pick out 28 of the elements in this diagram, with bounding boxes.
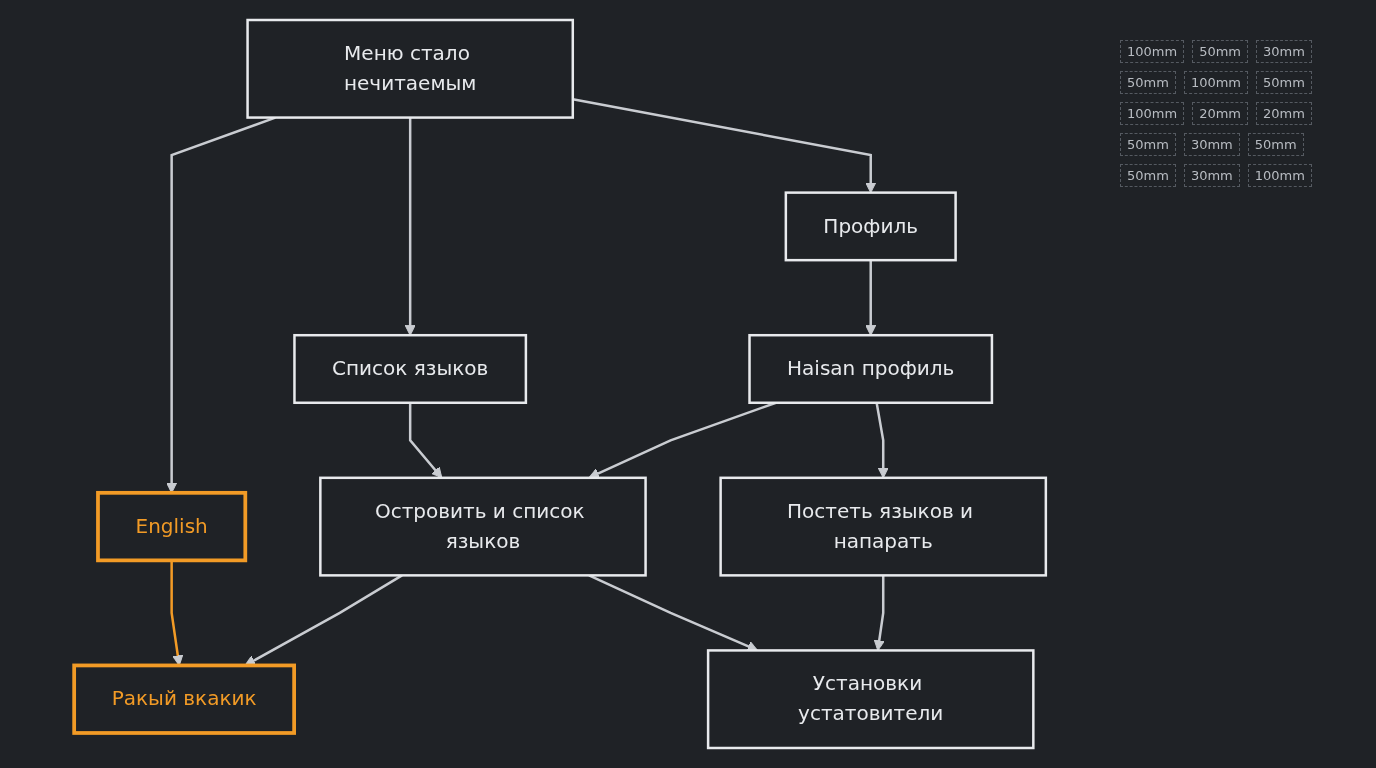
dimension-label: 50mm bbox=[1192, 40, 1248, 63]
arrow bbox=[404, 117, 416, 336]
node-box: Список языков bbox=[293, 333, 528, 404]
node-box: Постеть языков и напарать bbox=[719, 476, 1048, 577]
node-box: Профиль bbox=[784, 191, 957, 262]
arrow bbox=[865, 260, 877, 336]
dimension-label: 100mm bbox=[1120, 40, 1185, 63]
dimension-label: 50mm bbox=[1256, 71, 1312, 94]
node-box: Наisan профиль bbox=[748, 333, 994, 404]
node-box: Меню стало нечитаемым bbox=[246, 18, 575, 119]
node-box: English bbox=[96, 490, 248, 563]
dimension-label: 100mm bbox=[1120, 102, 1185, 125]
arrow bbox=[170, 560, 184, 666]
dimension-label: 50mm bbox=[1247, 133, 1304, 156]
dimension-label: 30mm bbox=[1183, 164, 1240, 187]
dimension-label: 30mm bbox=[1256, 40, 1312, 63]
node-box: Ракый вкакик bbox=[72, 663, 296, 735]
dimension-label: 20mm bbox=[1256, 102, 1312, 125]
dimension-label: 100mm bbox=[1247, 164, 1312, 187]
node-box: Установки устатовители bbox=[706, 649, 1035, 750]
dimension-label: 100mm bbox=[1183, 71, 1248, 94]
node-box: Островить и список языков bbox=[319, 476, 647, 577]
arrow bbox=[873, 575, 885, 651]
dimension-label: 50mm bbox=[1120, 133, 1176, 156]
dimension-label: 30mm bbox=[1183, 133, 1240, 156]
dimension-label: 50mm bbox=[1120, 71, 1176, 94]
dimension-label: 20mm bbox=[1192, 102, 1248, 125]
dimension-label: 50mm bbox=[1120, 164, 1176, 187]
